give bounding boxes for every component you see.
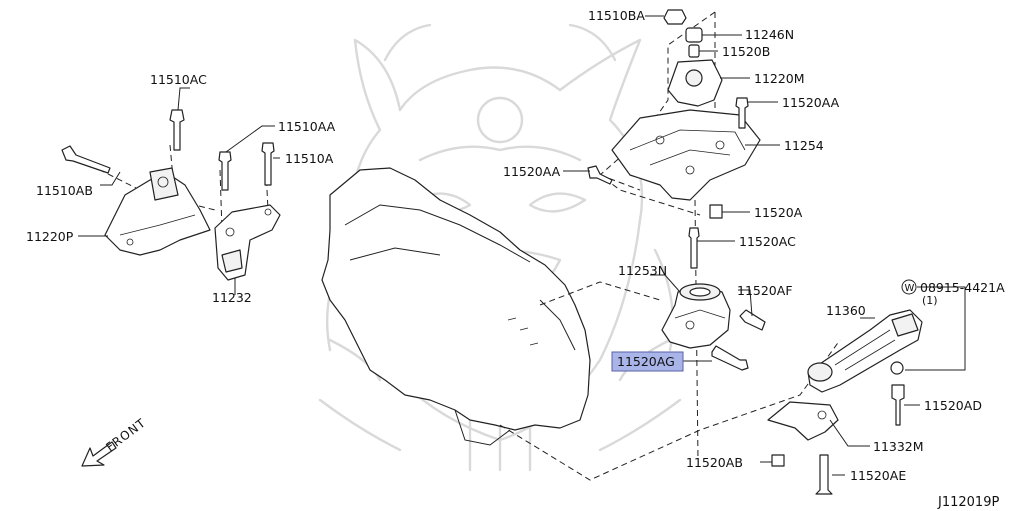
front-arrow-icon xyxy=(81,441,117,467)
mount-11253N xyxy=(661,284,731,349)
bolt-11520AA-right xyxy=(735,97,749,129)
bolt-11520AB xyxy=(771,454,785,467)
bolt-11510A xyxy=(261,142,275,186)
mount-11220P xyxy=(104,174,211,256)
left-mount-group xyxy=(61,109,281,281)
label-11520AA-right[interactable]: 11520AA xyxy=(782,95,840,110)
label-11520A[interactable]: 11520A xyxy=(754,205,803,220)
label-11520AG[interactable]: 11520AG xyxy=(617,354,675,369)
highlight-11520AG xyxy=(611,351,684,372)
bolt-11510AC xyxy=(169,109,185,151)
bolt-11520A xyxy=(709,204,723,219)
nut-11510BA xyxy=(663,9,687,25)
bushing-11246N xyxy=(685,27,703,43)
label-11253N[interactable]: 11253N xyxy=(618,263,667,278)
label-11254[interactable]: 11254 xyxy=(784,138,824,153)
label-11520AF[interactable]: 11520AF xyxy=(737,283,793,298)
engine-block xyxy=(321,167,591,446)
label-11520AD[interactable]: 11520AD xyxy=(924,398,982,413)
bolt-11510AB xyxy=(61,145,111,174)
label-11246N[interactable]: 11246N xyxy=(745,27,794,42)
label-leaders xyxy=(78,15,966,476)
bracket-11332M xyxy=(767,401,839,441)
label-11520AC[interactable]: 11520AC xyxy=(739,234,796,249)
label-11510AB[interactable]: 11510AB xyxy=(36,183,93,198)
w-marker-icon xyxy=(901,279,917,295)
bolt-11520AF xyxy=(739,309,766,331)
label-11360[interactable]: 11360 xyxy=(826,303,866,318)
upper-mount-group xyxy=(587,9,761,269)
label-11520AE[interactable]: 11520AE xyxy=(850,468,906,483)
label-08915-qty: (1) xyxy=(922,294,938,307)
label-11520B[interactable]: 11520B xyxy=(722,44,770,59)
bolt-11510AA xyxy=(218,151,232,191)
front-label: FRONT xyxy=(103,416,148,455)
w-marker-letter: W xyxy=(905,283,915,294)
label-11332M[interactable]: 11332M xyxy=(873,439,924,454)
bolt-11520AD xyxy=(891,384,905,426)
diagram-code: J112019P xyxy=(937,495,999,510)
label-11510A[interactable]: 11510A xyxy=(285,151,334,166)
label-11232[interactable]: 11232 xyxy=(212,290,252,305)
washer-08915-4421A xyxy=(890,361,904,375)
right-mount-group xyxy=(767,309,923,495)
part-labels: 11510BA 11246N 11520B 11220M 11520AA 112… xyxy=(26,8,1005,483)
front-direction-indicator: FRONT xyxy=(81,416,149,467)
label-11220M[interactable]: 11220M xyxy=(754,71,805,86)
bolt-11520AA-left xyxy=(587,165,613,185)
bracket-11254 xyxy=(611,109,761,201)
bolt-11520AG xyxy=(711,345,749,371)
label-11520AA-left[interactable]: 11520AA xyxy=(503,164,561,179)
stud-11520AC xyxy=(688,227,700,269)
label-11220P[interactable]: 11220P xyxy=(26,229,74,244)
label-11510AA[interactable]: 11510AA xyxy=(278,119,336,134)
lower-center-mount-group xyxy=(661,283,766,371)
label-11510AC[interactable]: 11510AC xyxy=(150,72,207,87)
label-11520AB[interactable]: 11520AB xyxy=(686,455,743,470)
bolt-11520AE xyxy=(815,454,833,495)
label-08915-4421A[interactable]: 08915-4421A xyxy=(920,280,1005,295)
torque-rod-11360 xyxy=(807,309,923,393)
label-11510BA[interactable]: 11510BA xyxy=(588,8,645,23)
spacer-11520B xyxy=(688,44,700,58)
